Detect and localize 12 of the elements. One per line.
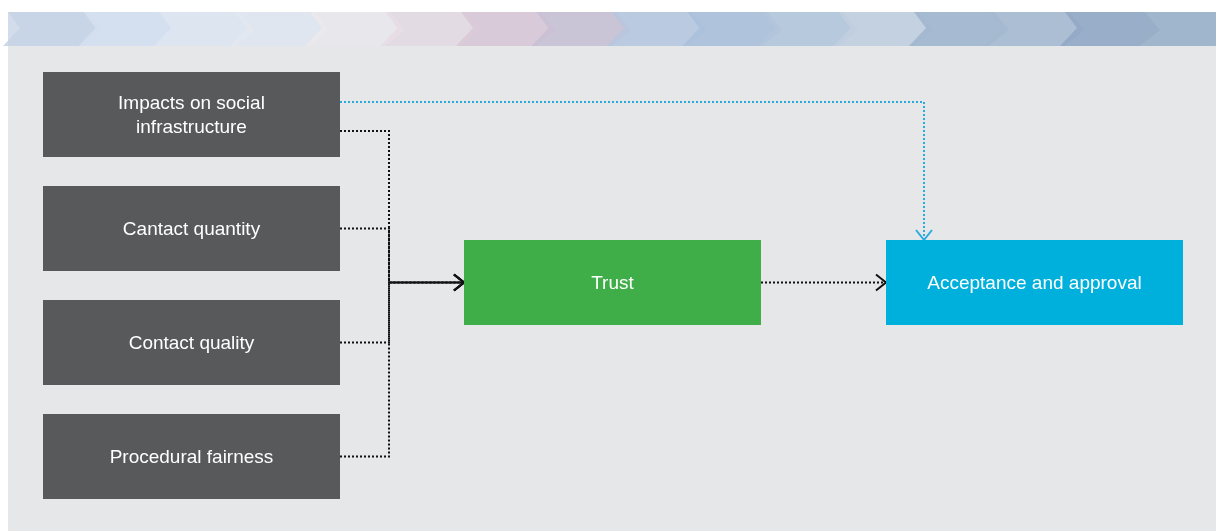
- process-box: [43, 72, 340, 157]
- box-label: Procedural fairness: [109, 444, 274, 469]
- process-box: [43, 414, 340, 499]
- box-label: Impacts on social infrastructure: [117, 90, 266, 139]
- process-box: [886, 240, 1183, 325]
- box-label: Cantact quantity: [122, 216, 261, 241]
- box-label: Contact quality: [128, 330, 255, 355]
- process-box: [43, 300, 340, 385]
- process-box: [43, 186, 340, 271]
- box-label: Trust: [591, 270, 634, 295]
- process-box: [464, 240, 761, 325]
- box-label: Acceptance and approval: [927, 270, 1142, 295]
